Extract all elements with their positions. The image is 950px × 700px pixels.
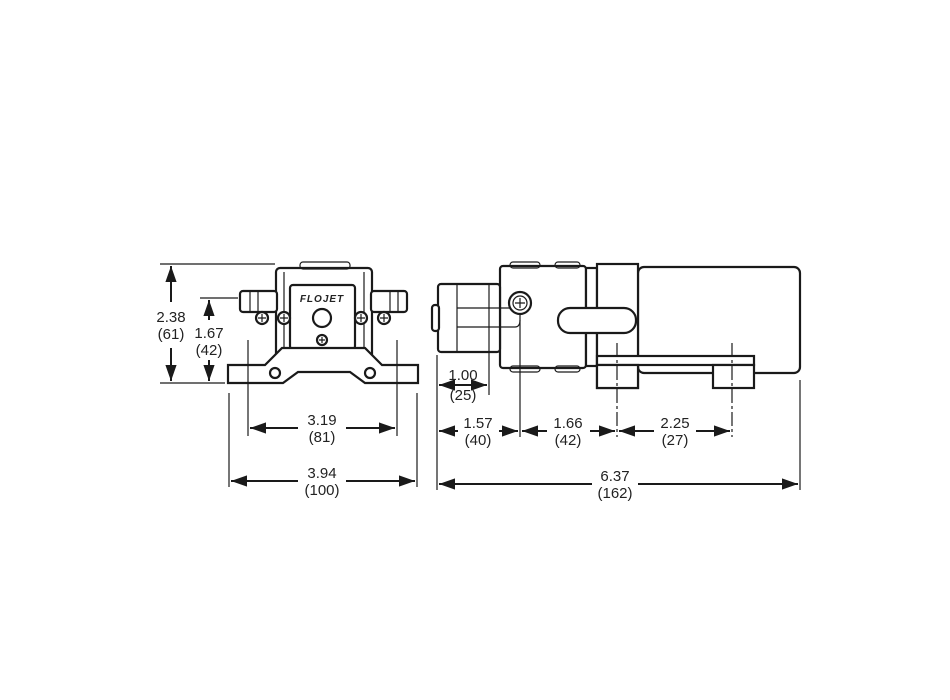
- dim-label-in: 2.25: [660, 415, 689, 432]
- dimension-mount-spacing: 2.25 (27): [619, 415, 730, 449]
- dimension-base-width: 3.94 (100): [228, 393, 418, 499]
- dim-label-mm: (40): [465, 432, 492, 449]
- mounting-rail: [595, 354, 756, 367]
- dimension-to-port: 1.57 (40): [439, 415, 518, 449]
- port-fitting-icon: [507, 290, 533, 316]
- dim-label-mm: (61): [158, 326, 185, 343]
- front-cap: [436, 282, 502, 354]
- dim-label-in: 3.94: [307, 465, 336, 482]
- dim-label-in: 2.38: [156, 309, 185, 326]
- mounting-foot: [711, 363, 756, 390]
- side-view: 1.00 (25) 1.57 (40) 1.66 (42) 2.25 (27) …: [430, 261, 802, 502]
- screw-icon: [315, 333, 329, 347]
- dim-label-mm: (42): [555, 432, 582, 449]
- dim-label-mm: (162): [597, 485, 632, 502]
- dim-label-mm: (25): [450, 387, 477, 404]
- screw-icon: [353, 310, 369, 326]
- dim-label-in: 1.57: [463, 415, 492, 432]
- dimension-height-total: 2.38 (61): [156, 263, 275, 384]
- dim-label-mm: (81): [309, 429, 336, 446]
- dimension-front-cap: 1.00 (25): [439, 367, 487, 404]
- dimension-mount-hole-spacing: 3.19 (81): [247, 340, 398, 446]
- dim-label-in: 1.67: [194, 325, 223, 342]
- dimension-port-height: 1.67 (42): [194, 297, 238, 381]
- screw-icon: [276, 310, 292, 326]
- dim-label-in: 1.00: [448, 367, 477, 384]
- dim-label-mm: (42): [196, 342, 223, 359]
- screw-icon: [254, 310, 270, 326]
- dim-label-in: 1.66: [553, 415, 582, 432]
- flojet-logo: FLOJET: [300, 294, 344, 305]
- pump-end-outline: FLOJET: [226, 261, 420, 385]
- extension-lines: [436, 314, 801, 490]
- end-view: FLOJET 2.38 (61) 1.67 (42): [156, 261, 420, 499]
- dim-label-in: 6.37: [600, 468, 629, 485]
- pump-side-outline: [430, 261, 802, 390]
- wire-slot: [556, 306, 638, 335]
- dim-label-mm: (27): [662, 432, 689, 449]
- dimension-port-to-mount: 1.66 (42): [522, 415, 615, 449]
- dim-label-mm: (100): [304, 482, 339, 499]
- outlet-port: [369, 289, 409, 314]
- mounting-base: [226, 346, 420, 385]
- screw-icon: [376, 310, 392, 326]
- dim-label-in: 3.19: [307, 412, 336, 429]
- dimension-overall-length: 6.37 (162): [439, 468, 798, 502]
